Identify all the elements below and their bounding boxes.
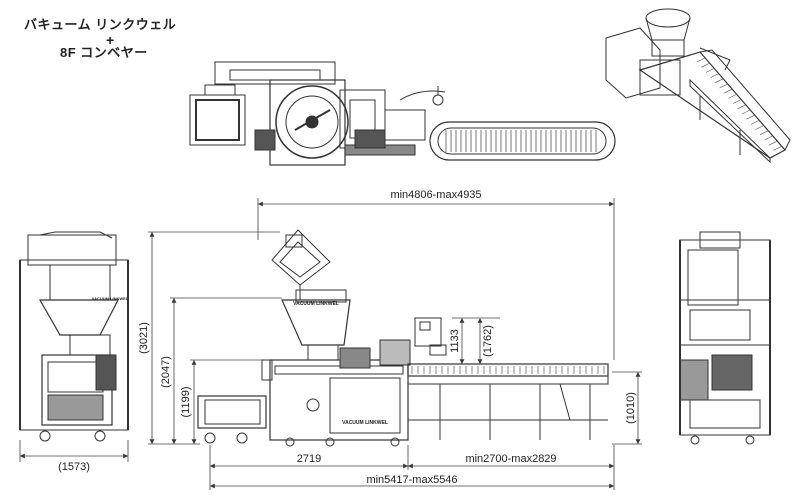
dim-side-width: (1573) (58, 461, 90, 473)
dimension-lines (19, 198, 642, 490)
conveyor-rib (701, 62, 710, 68)
conveyor-rib (750, 120, 760, 125)
dim-machine-length: 2719 (297, 453, 321, 465)
conveyor-rib (714, 78, 724, 84)
conveyor-rib (764, 135, 773, 141)
conveyor-rib (728, 94, 737, 99)
conveyor-rib (746, 114, 755, 120)
title-line-2: 8F コンベヤー (60, 45, 148, 60)
conveyor-rib (723, 88, 733, 94)
conveyor-rib (710, 73, 719, 78)
dim-conveyor-height: (1010) (625, 392, 637, 424)
conveyor-rib (732, 99, 742, 104)
conveyor-rib (759, 130, 769, 136)
dim-mid-height: 1133 (449, 329, 461, 353)
right-side-view (679, 231, 771, 445)
dim-overall-conveyor: min4806-max4935 (390, 189, 481, 201)
isometric-view (605, 8, 791, 164)
machine-label-main: VACUUM LINKWEL (293, 301, 339, 307)
dim-overall-length: min5417-max5546 (366, 474, 457, 486)
conveyor-rib (719, 83, 728, 89)
dim-hopper-height: (2047) (160, 356, 172, 388)
conveyor-rib (768, 140, 778, 146)
dim-total-height: (3021) (138, 322, 150, 354)
conveyor-rib (696, 57, 706, 63)
front-view (197, 229, 609, 447)
dim-conveyor-length: min2700-max2829 (465, 453, 556, 465)
title-plus: + (106, 32, 115, 48)
title-line-1: バキューム リンクウェル (24, 17, 177, 32)
machine-label-side: VACUUM LINKWEL (92, 296, 129, 301)
conveyor-rib (773, 146, 782, 151)
conveyor-rib (755, 125, 764, 130)
left-side-view (19, 231, 129, 442)
machine-label-base: VACUUM LINKWEL (342, 420, 388, 426)
top-view (189, 61, 616, 166)
dim-panel-height: (1762) (482, 325, 494, 357)
dim-table-height: (1199) (180, 387, 192, 418)
conveyor-rib (741, 109, 751, 115)
conveyor-rib (705, 68, 715, 73)
conveyor-rib (737, 104, 746, 110)
